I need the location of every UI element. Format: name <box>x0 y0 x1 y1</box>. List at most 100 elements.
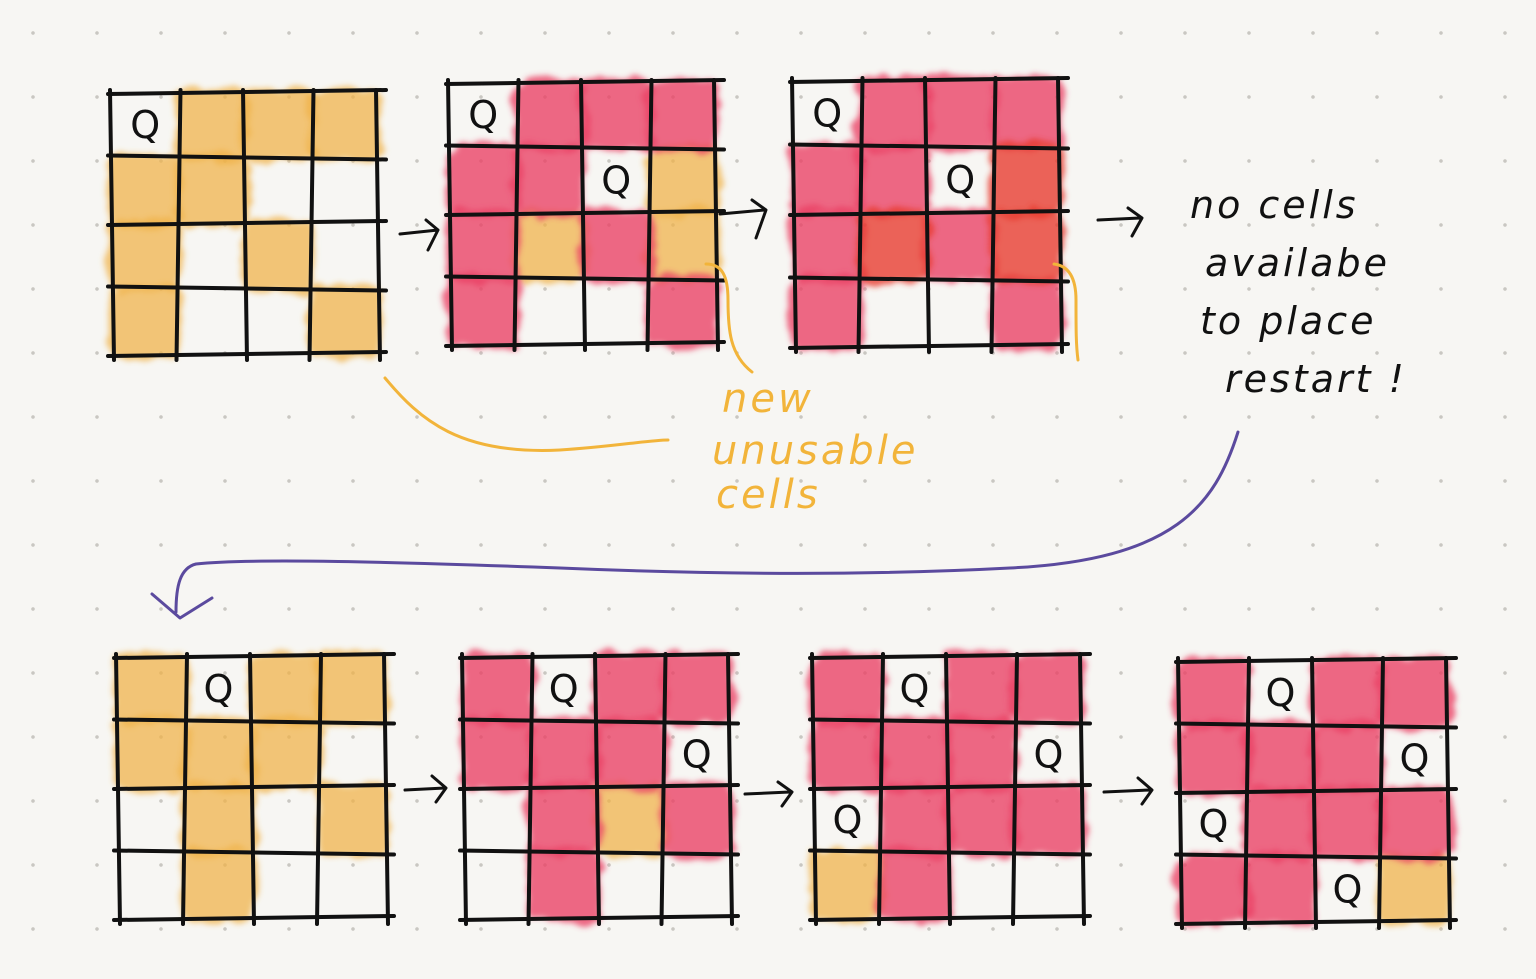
step-arrow-4-5 <box>403 774 448 804</box>
board-grid <box>458 652 740 926</box>
blocked-cell <box>1310 787 1385 861</box>
blocked-cell <box>181 848 256 922</box>
blocked-cell <box>593 652 668 726</box>
blocked-cell <box>877 848 952 922</box>
blocked-cell <box>645 274 720 348</box>
blocked-cell <box>923 209 998 284</box>
queen-marker: Q <box>549 667 579 711</box>
blocked-cell <box>248 717 323 791</box>
blocked-cell <box>1310 656 1385 730</box>
blocked-cell <box>446 274 521 348</box>
blocked-cell <box>593 783 668 857</box>
board-2: QQ <box>444 78 726 352</box>
blocked-cell <box>989 142 1064 217</box>
board-grid <box>1174 656 1458 930</box>
blocked-cell <box>659 652 734 726</box>
blocked-cell <box>856 76 931 151</box>
blocked-cell <box>114 717 189 791</box>
blocked-cell <box>1377 852 1452 926</box>
queen-marker: Q <box>833 798 863 842</box>
queen-marker: Q <box>468 93 498 137</box>
note-new-unusable-line-2: unusable <box>712 428 919 474</box>
blocked-cell <box>108 284 183 358</box>
board-grid <box>788 76 1070 354</box>
step-arrow-6-7 <box>1102 776 1154 806</box>
board-grid <box>808 652 1092 926</box>
board-grid <box>106 88 388 362</box>
blocked-cell <box>579 78 654 152</box>
blocked-cell <box>512 209 587 283</box>
board-5: QQ <box>458 652 740 926</box>
board-grid <box>112 652 396 926</box>
queen-marker: Q <box>812 91 842 135</box>
note-no-cells-line-1: no cells <box>1190 183 1359 227</box>
blocked-cell <box>1011 652 1086 726</box>
blocked-cell <box>512 143 587 217</box>
blocked-cell <box>877 783 952 857</box>
blocked-cell <box>989 76 1064 151</box>
board-6: QQQ <box>808 652 1092 926</box>
restart-arrow <box>150 430 1240 620</box>
new-unusable-leaders <box>383 262 1080 452</box>
blocked-cell <box>526 848 601 922</box>
step-arrows <box>398 198 1154 808</box>
board-4: Q <box>112 652 396 926</box>
step-arrow-3-note <box>1096 206 1144 238</box>
queen-marker: Q <box>130 103 160 147</box>
note-no-cells-line-2: availabe <box>1205 241 1390 285</box>
blocked-cell <box>307 284 382 358</box>
bracket-board-2 <box>704 262 754 374</box>
blocked-cell <box>241 219 316 293</box>
blocked-cell <box>108 153 183 227</box>
blocked-cell <box>856 142 931 217</box>
blocked-cell <box>114 652 189 726</box>
blocked-cell <box>446 143 521 217</box>
blocked-cell <box>460 717 535 791</box>
blocked-cell <box>645 209 720 283</box>
blocked-cell <box>1243 787 1318 861</box>
queen-marker: Q <box>204 667 234 711</box>
blocked-cell <box>790 142 865 217</box>
blocked-cell <box>944 717 1019 791</box>
blocked-cell <box>810 717 885 791</box>
note-new-unusable: new unusable cells <box>712 376 919 518</box>
board-1: Q <box>106 88 388 362</box>
blocked-cell <box>1176 656 1251 730</box>
blocked-cell <box>645 78 720 152</box>
blocked-cell <box>1377 656 1452 730</box>
blocked-cell <box>1176 721 1251 795</box>
blocked-cell <box>446 209 521 283</box>
queen-marker: Q <box>1266 671 1296 715</box>
blocked-cell <box>989 275 1064 350</box>
blocked-cell <box>877 717 952 791</box>
blocked-cell <box>248 652 323 726</box>
blocked-cell <box>526 717 601 791</box>
blocked-cell <box>1310 721 1385 795</box>
step-arrow-5-6 <box>743 780 794 808</box>
blocked-cell <box>512 78 587 152</box>
bracket-board-3 <box>1052 262 1080 362</box>
blocked-cell <box>526 783 601 857</box>
blocked-cell <box>790 209 865 284</box>
blocked-cell <box>1377 787 1452 861</box>
blocked-cell <box>174 88 249 162</box>
blocked-cell <box>1243 852 1318 926</box>
queen-marker: Q <box>900 667 930 711</box>
blocked-cell <box>810 848 885 922</box>
blocked-cell <box>315 652 390 726</box>
queen-marker: Q <box>682 732 712 776</box>
blocked-cell <box>1243 721 1318 795</box>
queen-marker: Q <box>1400 736 1430 780</box>
blocked-cell <box>944 652 1019 726</box>
blocked-cell <box>181 717 256 791</box>
blocked-cell <box>856 209 931 284</box>
note-new-unusable-line-1: new <box>722 376 814 422</box>
queen-marker: Q <box>1199 802 1229 846</box>
blocked-cell <box>174 153 249 227</box>
queen-marker: Q <box>945 158 975 202</box>
blocked-cell <box>790 275 865 350</box>
blocked-cell <box>1011 783 1086 857</box>
